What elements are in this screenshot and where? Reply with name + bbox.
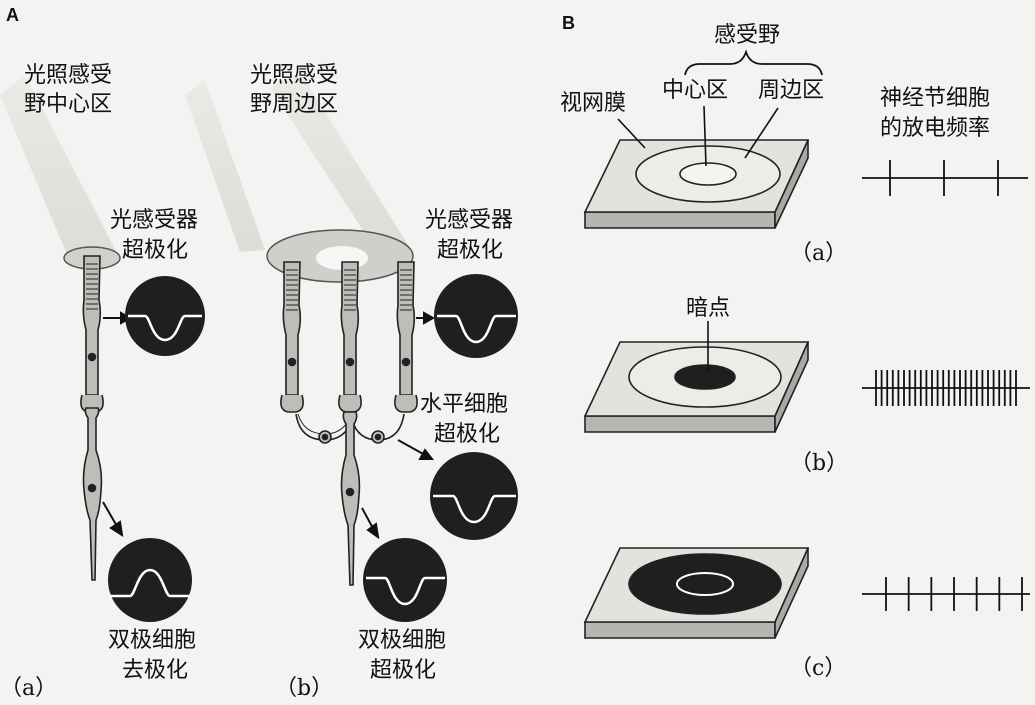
light-center-label-line1: 光照感受 (24, 63, 113, 88)
photoreceptor-label-a-line2: 超极化 (122, 238, 189, 263)
retina-label: 视网膜 (560, 91, 627, 116)
pointer-lines (617, 105, 779, 167)
panel-label-a: A (6, 5, 19, 25)
receptive-field-bracket (684, 49, 823, 76)
photoreceptor-label-b-line1: 光感受器 (425, 208, 514, 233)
light-surround-label-line2: 野周边区 (250, 92, 339, 117)
photoreceptor-cell-a (80, 255, 104, 413)
bipolar-label-b-line1: 双极细胞 (358, 628, 447, 653)
retina-slab-a (583, 139, 810, 229)
photoreceptor-cell-b-left (280, 261, 304, 413)
caption-b-c: （c） (790, 656, 847, 681)
caption-a: （a） (0, 676, 58, 701)
bipolar-cell-b (340, 411, 361, 586)
light-surround-label-line1: 光照感受 (250, 63, 339, 88)
recording-photoreceptor-b (434, 274, 518, 358)
photoreceptor-label-b-line2: 超极化 (437, 238, 504, 263)
caption-b-a: （a） (790, 241, 848, 266)
recording-bipolar-a (108, 538, 192, 622)
center-zone-label: 中心区 (662, 78, 729, 103)
caption-b-b: （b） (790, 451, 849, 476)
photoreceptor-label-a-line1: 光感受器 (110, 208, 199, 233)
arrow-to-bipolar-b (361, 507, 380, 540)
retina-slab-b (583, 341, 810, 433)
light-beam-surround (185, 72, 414, 283)
arrow-to-horizontal (397, 439, 435, 460)
horizontal-cell (295, 413, 405, 444)
spike-train-b (862, 370, 1030, 406)
photoreceptor-cell-b-center (338, 261, 362, 413)
light-center-label-line2: 野中心区 (24, 92, 113, 117)
bipolar-cell-a (82, 407, 103, 581)
receptive-field-label: 感受野 (714, 23, 781, 48)
bipolar-label-a-line2: 去极化 (122, 658, 189, 683)
retina-slab-c (583, 547, 810, 639)
firing-rate-label-line2: 的放电频率 (880, 116, 991, 141)
panel-label-b: B (562, 13, 575, 33)
horizontal-label-line2: 超极化 (434, 422, 501, 447)
arrow-to-photoreceptor-b (416, 311, 436, 325)
horizontal-label-line1: 水平细胞 (420, 392, 509, 417)
spike-train-a (862, 160, 1028, 196)
bipolar-label-b-line2: 超极化 (370, 658, 437, 683)
surround-zone-label: 周边区 (758, 78, 825, 103)
recording-bipolar-b (363, 538, 447, 622)
caption-b: （b） (275, 676, 334, 701)
arrow-to-bipolar-a (102, 501, 124, 538)
bipolar-label-a-line1: 双极细胞 (108, 628, 197, 653)
dark-spot-label: 暗点 (686, 296, 731, 321)
recording-horizontal (430, 452, 518, 540)
firing-rate-label-line1: 神经节细胞 (880, 86, 991, 111)
recording-photoreceptor-a (125, 276, 205, 356)
photoreceptor-cell-b-right (394, 261, 418, 413)
spike-train-c (862, 577, 1030, 611)
